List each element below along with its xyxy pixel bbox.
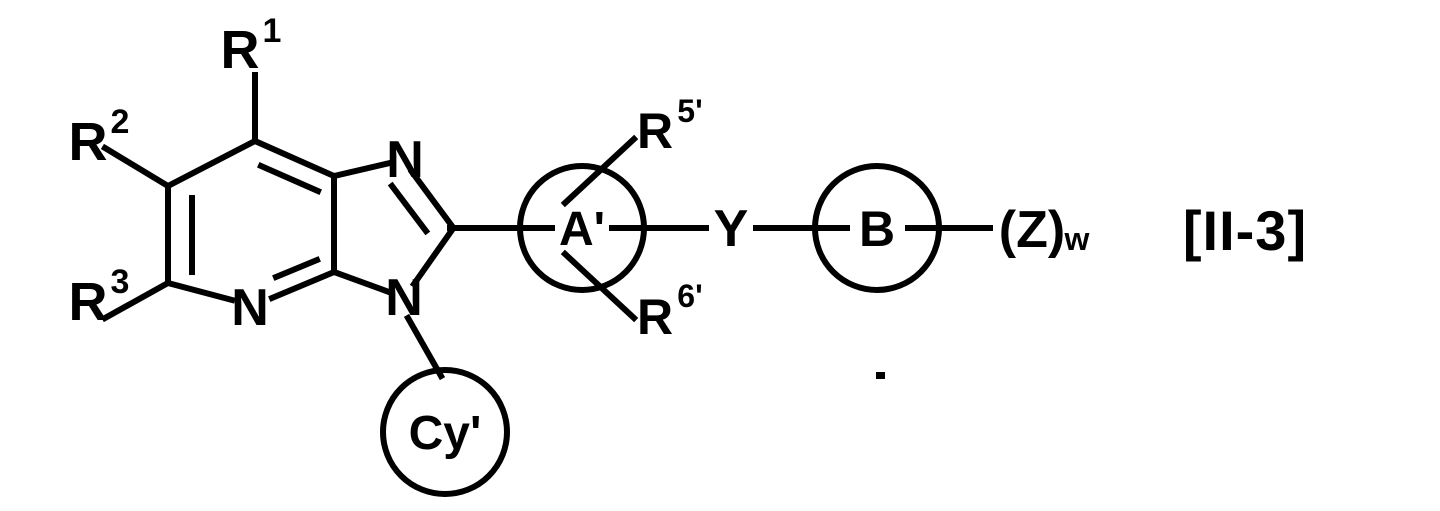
imidazole-ring: [330, 159, 457, 296]
pyridine-ring: [163, 136, 338, 304]
bond-c7a-c7: [251, 137, 338, 180]
z-subscript-label: w: [1064, 221, 1090, 257]
substituent-r2-label: R: [69, 112, 108, 172]
double-bond-inner-n1-c2: [387, 181, 431, 236]
cyprime-ring-circle: [380, 367, 510, 497]
bond-n1-c2: [407, 167, 457, 231]
bond-r2-to-c6: [100, 143, 173, 191]
bond-c2-n3: [409, 225, 457, 289]
substituent-r2-superscript: 2: [111, 103, 130, 141]
bond-n4-c3a: [268, 268, 338, 302]
substituent-r1-superscript: 1: [263, 12, 282, 50]
formula-number-label: [II-3]: [1183, 199, 1307, 262]
imidazole-nitrogen-bottom-label: N: [385, 269, 423, 327]
scan-artifact-dot: [876, 372, 885, 379]
bond-r3-to-c5: [100, 278, 173, 323]
aprime-ring-label: A': [559, 203, 605, 256]
substituent-r5prime-superscript: 5': [677, 93, 702, 129]
bond-n3-c3a: [330, 268, 393, 296]
imidazole-nitrogen-top-label: N: [386, 131, 424, 189]
substituent-r6prime-superscript: 6': [677, 278, 702, 314]
cyprime-ring-label: Cy': [409, 407, 482, 460]
bond-c7-c6: [163, 136, 260, 191]
z-group-label: (Z): [999, 201, 1065, 259]
bond-aprime-to-r5prime: [560, 134, 639, 208]
substituent-r3-label: R: [69, 272, 108, 332]
bond-c5-n4: [164, 279, 236, 304]
pyridine-nitrogen-label: N: [231, 279, 269, 337]
substituent-r3-superscript: 3: [111, 263, 130, 301]
substituent-r6prime-label: R: [637, 289, 673, 345]
bond-n3-to-cyprime: [403, 313, 446, 381]
b-ring-label: B: [859, 201, 895, 257]
double-bond-inner-c7-c7a: [257, 162, 322, 195]
bond-aprime-to-r6prime: [560, 249, 639, 323]
double-bond-inner-n4-c3a: [272, 256, 321, 281]
substituent-r5prime-label: R: [637, 103, 673, 159]
substituent-r1-label: R: [221, 20, 260, 80]
bond-c7a-n1: [330, 159, 394, 180]
y-linker-label: Y: [714, 200, 749, 258]
